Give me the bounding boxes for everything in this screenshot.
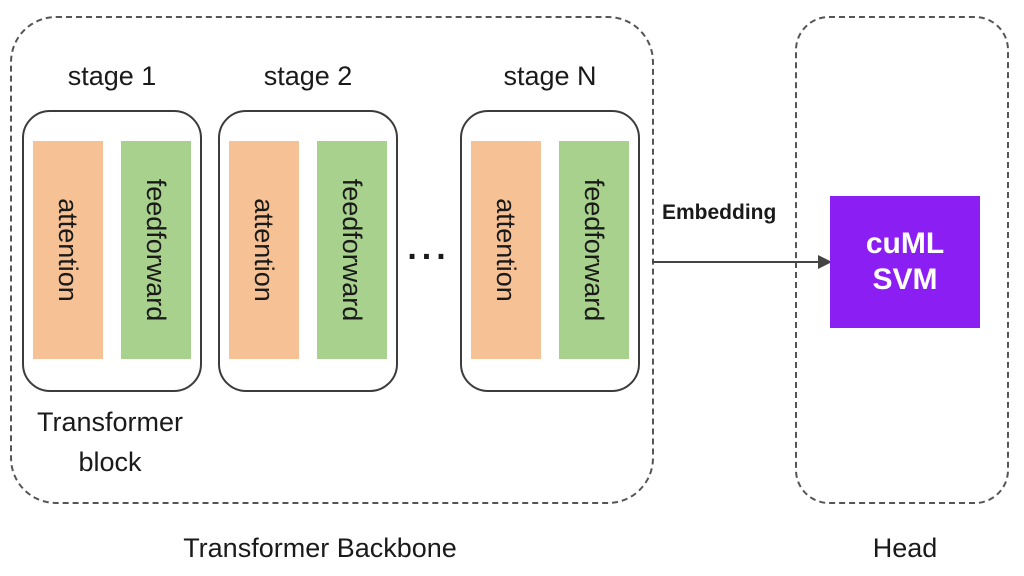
- stage-2-attention-layer: attention: [229, 141, 299, 359]
- stage-n-attention-layer: attention: [471, 141, 541, 359]
- stage-n-attention-label: attention: [491, 198, 521, 302]
- stage-n-block: attention feedforward: [460, 110, 640, 392]
- transformer-block-caption: Transformer block: [20, 402, 200, 482]
- stage-1-feedforward-layer: feedforward: [121, 141, 191, 359]
- cuml-svm-line-2: SVM: [872, 263, 938, 296]
- head-region: [795, 16, 1009, 504]
- stage-1-block: attention feedforward: [22, 110, 202, 392]
- stage-1-attention-label: attention: [53, 198, 83, 302]
- stage-2-feedforward-label: feedforward: [337, 178, 367, 322]
- stage-2-feedforward-layer: feedforward: [317, 141, 387, 359]
- transformer-block-caption-line-1: Transformer: [36, 407, 184, 437]
- transformer-backbone-caption: Transformer Backbone: [183, 533, 457, 563]
- stage-2-label: stage 2: [263, 61, 353, 91]
- stage-1-attention-layer: attention: [33, 141, 103, 359]
- transformer-block-caption-line-2: block: [78, 447, 142, 477]
- embedding-arrow: [652, 255, 832, 269]
- cuml-svm-block: cuML SVM: [830, 196, 980, 328]
- transformer-backbone-region: [10, 16, 654, 504]
- head-caption: Head: [872, 533, 938, 563]
- embedding-label: Embedding: [662, 201, 777, 224]
- stage-ellipsis: ...: [407, 229, 451, 267]
- stage-n-label: stage N: [503, 61, 597, 91]
- stage-2-block: attention feedforward: [218, 110, 398, 392]
- stage-1-feedforward-label: feedforward: [141, 178, 171, 322]
- stage-1-label: stage 1: [67, 61, 157, 91]
- stage-n-feedforward-label: feedforward: [579, 178, 609, 322]
- stage-2-attention-label: attention: [249, 198, 279, 302]
- cuml-svm-line-1: cuML: [865, 227, 945, 260]
- stage-n-feedforward-layer: feedforward: [559, 141, 629, 359]
